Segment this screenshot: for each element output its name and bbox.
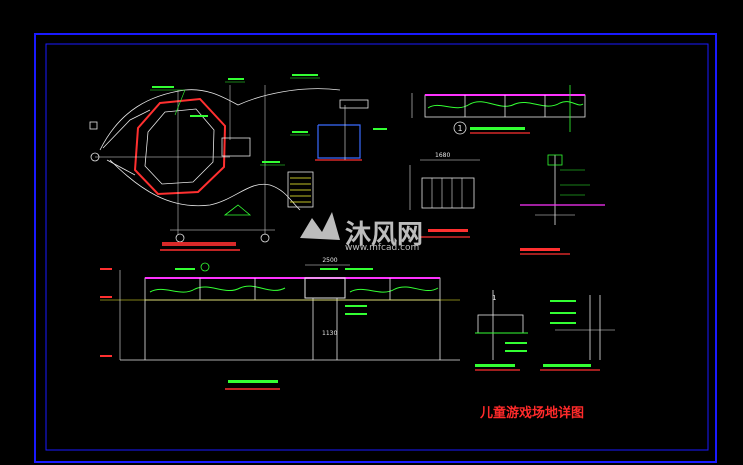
sheet-title: 儿童游戏场地详图: [479, 405, 584, 421]
plan-post-box: [339, 99, 369, 109]
plan-mound: [223, 204, 252, 216]
elev-dim-2500: 2500: [322, 257, 337, 264]
rail-top-posts: [464, 95, 546, 117]
rail-top-section-circle: [453, 121, 467, 135]
plan-leaders: [150, 77, 320, 166]
elev-caption: [228, 380, 278, 383]
plan-stair-treads: [290, 177, 311, 203]
sec1-num: 1: [492, 294, 496, 302]
sec1-leaders: [505, 342, 527, 352]
plan-stair-block: [287, 171, 314, 208]
front-elevation: 2500 1130: [100, 257, 460, 390]
plan-view: [89, 74, 387, 251]
watermark-logo-icon: [300, 212, 340, 240]
inner-frame: [45, 43, 709, 451]
stair-section: 1680: [409, 152, 480, 238]
elev-wave: [149, 285, 439, 293]
sec1-caption: [475, 364, 515, 367]
plan-caption-text: [162, 242, 236, 246]
plan-bridge: [221, 137, 251, 157]
post-detail-leaders: [560, 169, 590, 196]
watermark-text: 沐风网: [345, 220, 423, 250]
elev-center-box: [304, 277, 346, 299]
elev-dim-ticks: [100, 268, 112, 357]
plan-path-lower: [109, 159, 301, 211]
plan-marker-square: [89, 121, 98, 130]
plan-annotation-marks: [152, 74, 387, 163]
plan-axis-circle-br: [260, 233, 270, 243]
rail-top-wave: [427, 101, 584, 109]
rail-top-caption: [470, 127, 525, 130]
stair-caption: [428, 229, 468, 232]
plan-path-upper: [99, 88, 341, 151]
watermark: 沐风网 www.mfcad.com: [300, 212, 423, 253]
sec2-leaders: [550, 300, 576, 324]
rail-elevation-top: 1: [411, 85, 586, 135]
stair-treads: [431, 178, 463, 208]
outer-frame: [34, 33, 717, 463]
elev-rail-posts: [199, 278, 391, 300]
plan-path-left: [102, 109, 151, 176]
watermark-url: www.mfcad.com: [345, 243, 419, 253]
rail-top-section-num: 1: [457, 124, 462, 133]
plan-blue-structure: [317, 124, 361, 159]
sec2-caption: [543, 364, 591, 367]
post-detail-cap: [547, 154, 563, 166]
section-details-lower: 1: [475, 290, 615, 371]
stair-frame: [421, 177, 475, 209]
plan-axis-circle-left: [90, 152, 100, 162]
stair-dim-1680: 1680: [435, 152, 450, 159]
elev-section-marker: [200, 262, 210, 272]
elev-dim-1130: 1130: [322, 330, 337, 337]
post-detail-caption: [520, 248, 560, 251]
plan-axis-lines: [95, 85, 275, 235]
post-detail: [520, 154, 605, 255]
elev-annotations: [175, 268, 373, 315]
plan-octagon-outer: [133, 97, 227, 196]
